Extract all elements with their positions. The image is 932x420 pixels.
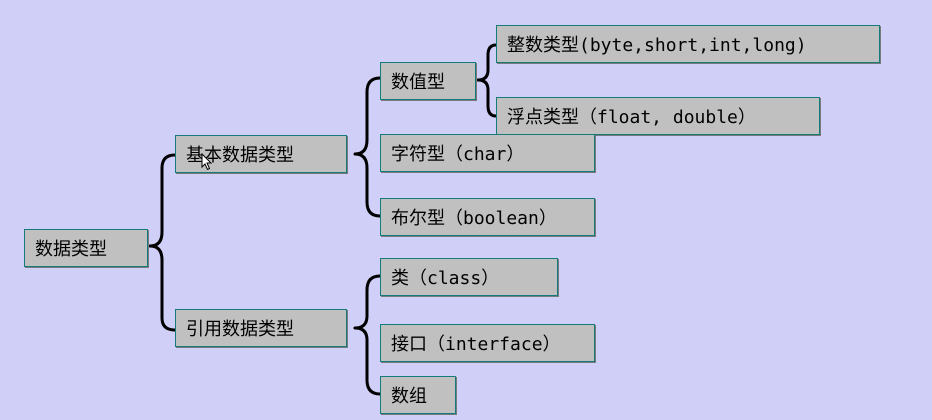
node-label: 接口（interface） — [391, 334, 561, 355]
node-primitive-types: 基本数据类型 — [175, 135, 347, 173]
node-floating-point: 浮点类型（float, double） — [496, 97, 820, 135]
node-integer: 整数类型(byte,short,int,long) — [496, 25, 880, 63]
node-label: 浮点类型（float, double） — [507, 107, 756, 128]
mouse-cursor-icon — [201, 153, 213, 171]
primitive-bracket — [353, 76, 382, 218]
node-label: 布尔型（boolean） — [391, 208, 557, 229]
node-character: 字符型（char） — [380, 134, 595, 172]
node-label: 整数类型(byte,short,int,long) — [507, 35, 807, 56]
root-bracket — [148, 153, 177, 332]
node-label: 字符型（char） — [391, 144, 525, 165]
reference-bracket — [353, 274, 382, 396]
node-array: 数组 — [380, 376, 456, 414]
node-label: 数值型 — [391, 72, 445, 93]
node-label: 类（class） — [391, 268, 500, 289]
node-numeric: 数值型 — [380, 62, 476, 100]
node-class: 类（class） — [380, 258, 558, 296]
node-label: 基本数据类型 — [186, 145, 294, 166]
node-label: 引用数据类型 — [186, 319, 294, 340]
node-interface: 接口（interface） — [380, 324, 595, 362]
numeric-bracket — [476, 43, 498, 118]
node-label: 数组 — [391, 386, 427, 407]
node-data-types: 数据类型 — [24, 229, 148, 267]
node-label: 数据类型 — [35, 239, 107, 260]
node-reference-types: 引用数据类型 — [175, 309, 347, 347]
node-boolean: 布尔型（boolean） — [380, 198, 595, 236]
